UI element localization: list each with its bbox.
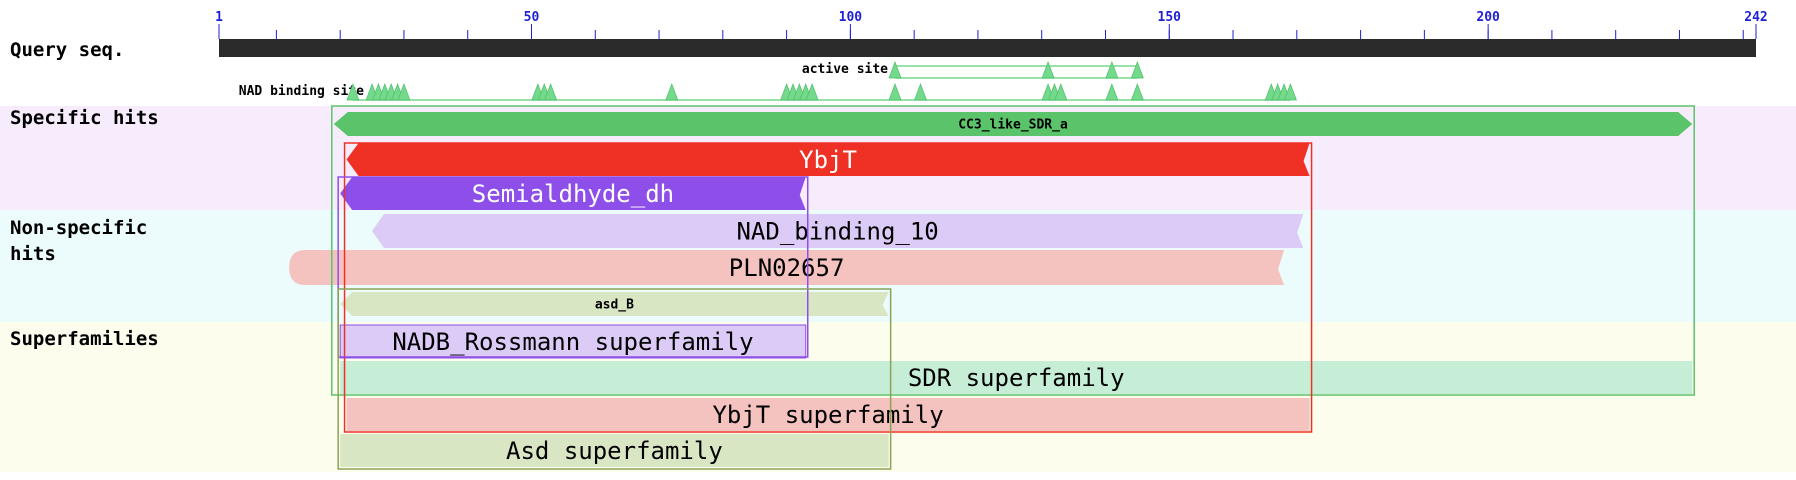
superfamilies-label: Superfamilies [10, 328, 159, 350]
active-site-track[interactable]: active site [802, 61, 1144, 79]
site-marker[interactable] [1283, 83, 1297, 101]
hit-shape[interactable] [340, 177, 806, 210]
query-sequence-bar[interactable] [219, 39, 1756, 57]
outline-asd-b [337, 288, 892, 470]
nonspecific-hits-label-line2: hits [10, 243, 56, 265]
hit-asd-superfamily[interactable]: Asd superfamily [340, 434, 889, 467]
ruler-tick-label: 1 [215, 10, 223, 25]
site-marker[interactable] [1041, 61, 1055, 79]
hit-asd-b[interactable]: asd_B [340, 292, 889, 316]
hit-label: CC3_like_SDR_a [958, 118, 1068, 133]
site-marker[interactable] [1130, 83, 1144, 101]
hit-label: PLN02657 [729, 254, 845, 282]
hit-label: NADB_Rossmann superfamily [392, 328, 753, 356]
ruler-tick-label: 50 [524, 10, 540, 25]
hit-pln02657[interactable]: PLN02657 [289, 250, 1285, 285]
site-marker[interactable] [544, 83, 558, 101]
hit-shape[interactable] [340, 292, 889, 316]
outline-semialdhyde-dh [337, 176, 809, 358]
hit-ybjt[interactable]: YbjT [346, 143, 1310, 176]
hit-shape[interactable] [289, 250, 1285, 285]
hit-sdr-superfamily[interactable]: SDR superfamily [340, 361, 1693, 394]
hit-nadb-rossmann-superfamily[interactable]: NADB_Rossmann superfamily [339, 324, 807, 359]
hit-semialdhyde-dh[interactable]: Semialdhyde_dh [340, 177, 806, 210]
hit-shape[interactable] [339, 324, 807, 359]
hit-shape[interactable] [340, 434, 889, 467]
superfamilies-band [0, 322, 1796, 472]
hit-ybjt-superfamily[interactable]: YbjT superfamily [346, 398, 1310, 431]
site-marker[interactable] [1130, 61, 1144, 79]
nonspecific-hits-label-line1: Non-specific [10, 217, 147, 239]
hit-nad-binding-10[interactable]: NAD_binding_10 [372, 214, 1304, 248]
outline-cc3-like-sdr-a [331, 105, 1695, 396]
hit-shape[interactable] [346, 143, 1310, 176]
ruler-tick-label: 100 [839, 10, 863, 25]
hit-label: YbjT [799, 146, 857, 174]
ruler-tick-label: 200 [1476, 10, 1500, 25]
hit-label: YbjT superfamily [712, 401, 943, 429]
site-marker[interactable] [888, 61, 902, 79]
site-marker[interactable] [914, 83, 928, 101]
hit-cc3-like-sdr-a[interactable]: CC3_like_SDR_a [333, 112, 1693, 136]
hit-label: SDR superfamily [908, 364, 1125, 392]
ruler-tick-label: 242 [1744, 10, 1767, 25]
site-marker[interactable] [888, 83, 902, 101]
nad-binding-site-label: NAD binding site [239, 84, 364, 99]
hit-shape[interactable] [346, 398, 1310, 431]
query-seq-label: Query seq. [10, 39, 124, 61]
ruler-tick-label: 150 [1158, 10, 1182, 25]
specific-hits-label: Specific hits [10, 107, 159, 129]
site-marker[interactable] [665, 83, 679, 101]
hit-shape[interactable] [340, 361, 1693, 394]
hit-label: Semialdhyde_dh [472, 180, 674, 208]
hit-shape[interactable] [333, 112, 1693, 136]
site-marker[interactable] [346, 83, 360, 101]
hit-label: NAD_binding_10 [736, 218, 938, 246]
nad-binding-site-track[interactable]: NAD binding site [239, 83, 1297, 101]
outline-ybjt [343, 142, 1313, 433]
hit-label: asd_B [595, 298, 634, 313]
site-marker[interactable] [1054, 83, 1068, 101]
hit-label: Asd superfamily [506, 437, 723, 465]
site-marker[interactable] [1105, 61, 1119, 79]
active-site-label: active site [802, 62, 888, 77]
site-marker[interactable] [397, 83, 411, 101]
site-marker[interactable] [1105, 83, 1119, 101]
site-marker[interactable] [805, 83, 819, 101]
hit-shape[interactable] [372, 214, 1304, 248]
hit-outlines [331, 105, 1695, 470]
